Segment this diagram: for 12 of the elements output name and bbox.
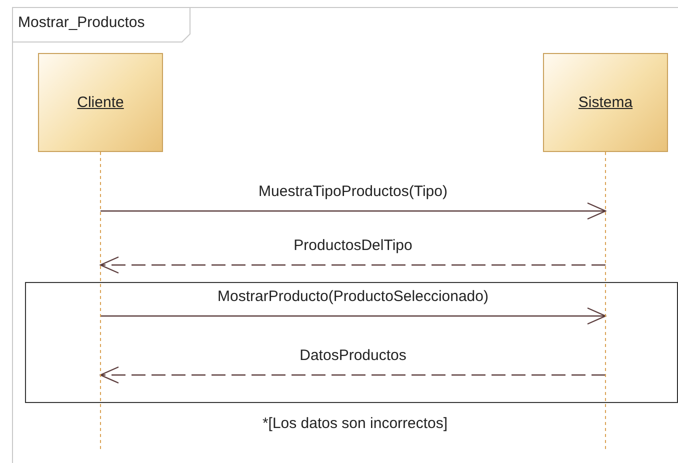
lifeline-name: Cliente [77, 94, 124, 111]
guard-condition: *[Los datos son incorrectos] [261, 415, 449, 432]
message-label: ProductosDelTipo [292, 237, 414, 254]
lifeline-name: Sistema [578, 94, 633, 111]
sequence-frame [12, 7, 678, 463]
message-arrow [100, 202, 606, 220]
frame-title: Mostrar_Productos [17, 13, 146, 33]
message-label: MuestraTipoProductos(Tipo) [258, 183, 448, 200]
message-arrow [100, 307, 606, 325]
message-arrow [100, 256, 606, 274]
message-arrow [100, 366, 606, 384]
message-label: MostrarProducto(ProductoSeleccionado) [216, 288, 490, 305]
